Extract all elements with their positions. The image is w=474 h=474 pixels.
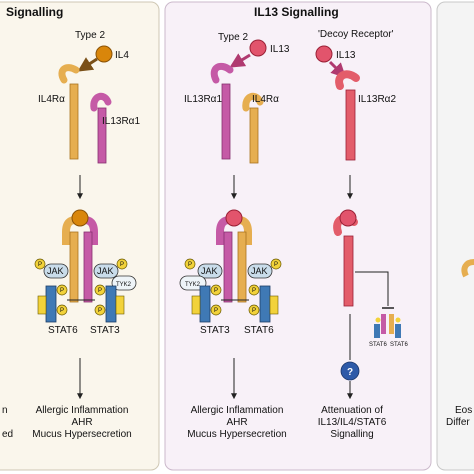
stat6-dimer-p2 xyxy=(259,285,279,323)
svg-text:?: ? xyxy=(347,367,353,378)
stat6-label-p2: STAT6 xyxy=(244,325,274,336)
il13ra1-chain xyxy=(90,92,112,164)
svg-text:P: P xyxy=(98,308,102,314)
il4ra-label-p2: IL4Rα xyxy=(252,94,279,105)
panel-1-title: Signalling xyxy=(6,5,63,19)
il4-receptor-complex xyxy=(62,209,98,303)
svg-text:P: P xyxy=(98,288,102,294)
outcome-line-2: AHR xyxy=(71,417,92,428)
panel-2-receptor-heading: Type 2 xyxy=(218,32,248,43)
outcome-p2-line-3: Mucus Hypersecretion xyxy=(187,429,286,440)
il4ra-label: IL4Rα xyxy=(38,94,65,105)
il4-binding-arrow xyxy=(77,57,98,72)
decoy-heading: 'Decoy Receptor' xyxy=(318,29,394,40)
svg-text:P: P xyxy=(274,262,278,268)
il13ra1-label: IL13Rα1 xyxy=(102,116,140,127)
phospho-marks-p2: P P P P P P xyxy=(184,258,282,316)
svg-text:P: P xyxy=(252,308,256,314)
panel-1-background xyxy=(0,1,160,471)
panel-il13-signalling: IL13 Signalling Type 2 IL13 IL13Rα1 IL4R… xyxy=(164,1,432,471)
svg-text:P: P xyxy=(252,288,256,294)
svg-text:P: P xyxy=(214,308,218,314)
outcome-line-1: Allergic Inflammation xyxy=(36,405,129,416)
panel-il4-signalling: Signalling Type 2 IL4 IL4Rα IL13Rα1 JAK xyxy=(0,1,160,471)
stat6-dimer-left xyxy=(37,285,57,323)
il4ra-chain-unbound xyxy=(242,92,264,164)
jak-left-p2: JAK xyxy=(197,263,223,279)
outcome-line-3: Mucus Hypersecretion xyxy=(32,429,131,440)
tyk2-p2: TYK2 xyxy=(179,275,207,291)
il13-ligand-decoy-label: IL13 xyxy=(336,50,356,61)
side-text-2: ed xyxy=(2,429,13,440)
outcome-p2-line-1: Allergic Inflammation xyxy=(191,405,284,416)
il13-receptor-complex xyxy=(216,209,252,303)
panel-2-background xyxy=(164,1,432,471)
side-text-1: n xyxy=(2,405,8,416)
svg-text:P: P xyxy=(60,308,64,314)
panel-3-cropped: Eos Differ xyxy=(436,1,474,471)
svg-text:JAK: JAK xyxy=(47,266,64,276)
il4ra-chain xyxy=(58,64,80,160)
il13ra2-label: IL13Rα2 xyxy=(358,94,396,105)
svg-text:P: P xyxy=(60,288,64,294)
svg-text:P: P xyxy=(38,262,42,268)
phospho-marks: P P P P P P xyxy=(34,258,128,316)
stat3-dimer-p2 xyxy=(191,285,211,323)
decoy-outcome-1: Attenuation of xyxy=(321,405,383,416)
svg-text:TYK2: TYK2 xyxy=(185,282,201,288)
svg-text:JAK: JAK xyxy=(97,266,114,276)
panel-3-text-2: Differ xyxy=(446,417,470,428)
inhibition-line xyxy=(355,271,394,309)
il4-ligand xyxy=(95,45,113,63)
jak-right-p2: JAK xyxy=(247,263,273,279)
decoy-outcome-2: IL13/IL4/STAT6 xyxy=(318,417,387,428)
panel-2-title: IL13 Signalling xyxy=(254,5,339,19)
stat3-label: STAT3 xyxy=(90,325,120,336)
panel-3-partial-shape xyxy=(461,259,474,278)
il13-binding-arrow xyxy=(229,53,251,68)
il13ra1-chain-unbound xyxy=(210,62,234,160)
svg-text:P: P xyxy=(120,262,124,268)
jak-left: JAK xyxy=(43,263,69,279)
panel-3-background xyxy=(436,1,474,471)
panel-3-text-1: Eos xyxy=(455,405,472,416)
mini-stat6-left: STAT6 xyxy=(369,342,387,348)
tyk2: TYK2 xyxy=(111,275,137,291)
svg-text:JAK: JAK xyxy=(251,266,268,276)
svg-text:JAK: JAK xyxy=(201,266,218,276)
il13-ligand-label: IL13 xyxy=(270,44,290,55)
panel-1-receptor-heading: Type 2 xyxy=(75,30,105,41)
stat3-dimer-right xyxy=(105,285,125,323)
mini-stat6-complex xyxy=(374,314,401,338)
svg-text:P: P xyxy=(188,262,192,268)
svg-text:TYK2: TYK2 xyxy=(116,282,132,288)
decoy-outcome-3: Signalling xyxy=(330,429,373,440)
il13-ligand xyxy=(249,39,267,57)
jak-right: JAK xyxy=(93,263,119,279)
mini-stat6-right: STAT6 xyxy=(390,342,408,348)
stat3-label-p2: STAT3 xyxy=(200,325,230,336)
il13-ligand-decoy xyxy=(315,45,333,63)
stat6-label: STAT6 xyxy=(48,325,78,336)
svg-text:P: P xyxy=(214,288,218,294)
il13ra2-bound xyxy=(333,209,358,307)
il13ra1-label-p2: IL13Rα1 xyxy=(184,94,222,105)
il4-ligand-label: IL4 xyxy=(115,50,129,61)
il13ra2-chain xyxy=(335,70,360,161)
outcome-p2-line-2: AHR xyxy=(226,417,247,428)
question-badge: ? xyxy=(340,361,360,381)
